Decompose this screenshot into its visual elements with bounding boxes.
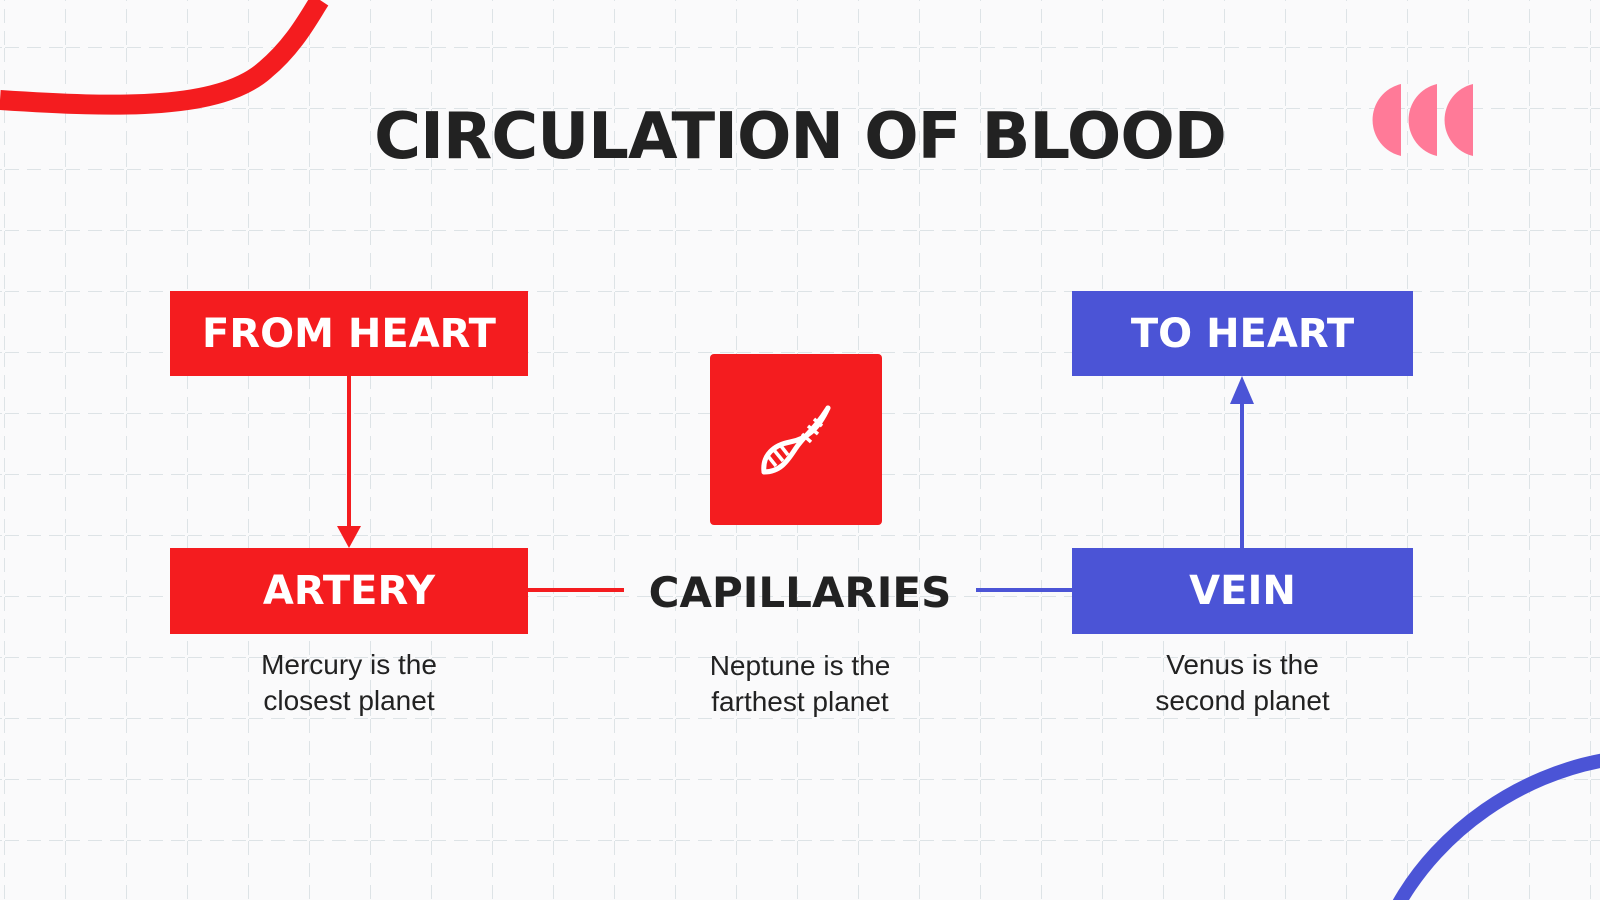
description-line: closest planet [263,685,435,716]
description-line: Mercury is the [261,649,437,680]
from-heart-box: FROM HEART [170,291,528,376]
dna-icon-tile [710,354,882,525]
capillaries-description: Neptune is the farthest planet [624,648,976,720]
arrow-down-icon [337,526,361,548]
description-line: second planet [1155,685,1330,716]
red-curve-decoration [0,0,329,115]
dna-icon [761,405,831,474]
page-title: CIRCULATION OF BLOOD [374,100,1227,174]
to-heart-box: TO HEART [1072,291,1413,376]
vein-description: Venus is the second planet [1072,647,1413,719]
arrow-up-icon [1230,376,1254,404]
description-line: Neptune is the [709,650,891,681]
capillaries-label: CAPILLARIES [648,568,952,617]
connectors [337,376,1254,592]
description-line: farthest planet [711,686,889,717]
vein-box: VEIN [1072,548,1413,634]
artery-box: ARTERY [170,548,528,634]
description-line: Venus is the [1166,649,1319,680]
blue-arc-decoration [1392,753,1600,900]
half-circles-decoration [1372,84,1473,156]
artery-description: Mercury is the closest planet [170,647,528,719]
